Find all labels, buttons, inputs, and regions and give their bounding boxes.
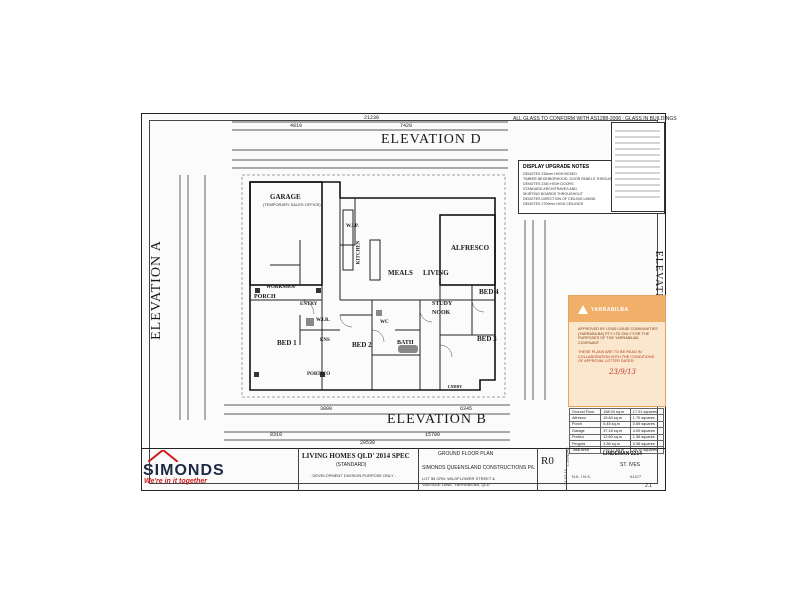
display-note-line: TIMBER NEIGHBORHOOD, DOOR PANELS THROUGH… <box>523 177 622 181</box>
dim-bottom-4: 6345 <box>460 406 473 412</box>
room-bed1: BED 1 <box>277 339 297 347</box>
simonds-tagline: We're in it together <box>144 478 207 485</box>
area-cell: 1.70 squares <box>629 414 665 422</box>
elevation-d-label: ELEVATION D <box>381 132 482 147</box>
dim-overall-bottom: 20530 <box>360 440 376 446</box>
title-divider <box>537 448 538 491</box>
display-note-line: STANDARD ARCHITRAVES AND <box>523 187 577 191</box>
elevation-a-label: ELEVATION A <box>148 240 164 340</box>
legend-box <box>611 122 665 212</box>
job-number: 01477 <box>630 474 642 479</box>
stamp-header: YARRABILBA <box>569 296 665 322</box>
display-note-line: DENOTES 230mm HIGH BOXED <box>523 172 577 176</box>
room-bed3: BED 3 <box>477 335 497 343</box>
room-living: LIVING <box>423 269 449 277</box>
dim-overall-top: 21230 <box>364 115 380 121</box>
room-bed4: BED 4 <box>479 288 499 296</box>
area-cell: Ground Floor <box>568 407 602 416</box>
display-note-line: DENOTES DIRECTION OF CEILING LINING <box>523 197 596 201</box>
display-note-line: DENOTES 2700mm HIGH CEILINGS <box>523 202 584 206</box>
area-cell: Total Area <box>568 446 602 454</box>
room-porch: PORCH <box>254 294 276 300</box>
sheet-number: 2.1 <box>645 483 652 489</box>
room-kitchen: KITCHEN <box>356 240 362 265</box>
area-cell: 25.10 squares <box>629 446 665 454</box>
dim-bottom-2: 8310 <box>270 432 283 438</box>
title-divider <box>566 448 567 491</box>
glass-note: ALL GLASS TO CONFORM WITH AS1288-2006 : … <box>513 116 677 122</box>
display-notes-title: DISPLAY UPGRADE NOTES <box>523 164 590 170</box>
area-cell: 0.36 squares <box>629 439 665 448</box>
room-garage-sub: (TEMPORARY SALES OFFICE) <box>263 202 321 207</box>
room-bath: BATH <box>397 340 414 346</box>
room-workshop: WORKSHOP <box>266 285 297 290</box>
room-alfresco: ALFRESCO <box>451 244 490 252</box>
room-portico: PORTICO <box>307 372 331 377</box>
area-cell: Alfresco <box>568 414 602 422</box>
room-ens: ENS <box>320 338 330 343</box>
area-cell: 0.69 squares <box>629 420 665 429</box>
house-name: LINDEMAN 2214 <box>603 451 642 457</box>
simonds-logo-icon <box>148 450 178 462</box>
area-cell: 1.36 squares <box>629 433 665 441</box>
dim-top-2: 4810 <box>290 123 303 129</box>
site-address-2: VANTAGE LANE, YARRABILBA, QLD <box>422 482 490 487</box>
stamp-approval-text: APPROVED BY LEND LEASE COMMUNITIES (YARR… <box>578 327 658 346</box>
room-wc: WC <box>380 320 389 325</box>
dim-bottom-1: 15700 <box>425 432 441 438</box>
room-meals: MEALS <box>388 269 413 277</box>
room-bed2: BED 2 <box>352 341 372 349</box>
room-wir: W.I.R. <box>316 318 330 323</box>
title-divider <box>418 448 419 491</box>
display-note-line: SKIRTING BOARDS THROUGHOUT <box>523 192 583 196</box>
room-laundry: LNDRY <box>448 384 463 389</box>
title-block <box>141 448 666 492</box>
project-name: LIVING HOMES QLD' 2014 SPEC <box>302 452 410 460</box>
stamp-date: 23/9/13 <box>609 368 636 376</box>
drawn-by: N.K. / N.S. <box>572 474 591 479</box>
legend-lines <box>615 130 660 198</box>
development-purpose: - DEVELOPMENT DIVISION PURPOSE ONLY - <box>310 473 397 478</box>
room-entry: ENTRY <box>300 302 318 307</box>
area-cell: 4.00 squares <box>629 427 665 435</box>
stamp-brand: YARRABILBA <box>591 307 629 313</box>
simonds-brand: SIMONDS <box>143 462 225 479</box>
customer-name: SIMONDS QUEENSLAND CONSTRUCTIONS P/L <box>422 465 536 471</box>
area-cell: Garage <box>568 427 602 435</box>
approval-stamp: YARRABILBA APPROVED BY LEND LEASE COMMUN… <box>568 295 666 407</box>
yarrabilba-logo-icon <box>578 305 588 314</box>
area-cell: Porch <box>568 420 602 429</box>
area-cell: Portico <box>568 433 602 441</box>
room-nook: NOOK <box>432 310 451 316</box>
project-sub: (STANDARD) <box>336 462 367 468</box>
dim-top-1: 7420 <box>400 123 413 129</box>
scale: 1:100@A3 <box>564 447 570 467</box>
site-address-1: LOT 55 CRN. WILDFLOWER STREET & <box>422 476 495 481</box>
dim-bottom-3: 3800 <box>320 406 333 412</box>
area-cell: Pergola <box>568 439 602 448</box>
room-study: STUDY <box>432 301 453 307</box>
drawing-date: 31.07.13 <box>562 469 568 485</box>
area-cell: 17.01 squares <box>629 407 665 416</box>
title-divider <box>298 448 299 491</box>
room-wip: W.I.P. <box>346 224 359 229</box>
elevation-b-label: ELEVATION B <box>387 412 487 427</box>
drawing-title: GROUND FLOOR PLAN <box>438 451 494 457</box>
room-garage: GARAGE <box>270 193 301 201</box>
stamp-conditions-text: THESE PLANS ARE TO BE READ IN COLLABORAT… <box>578 350 655 364</box>
display-note-line: DENOTES 2340 HIGH DOORS <box>523 182 574 186</box>
revision: R0 <box>541 455 554 467</box>
facade-name: ST. IVES <box>620 462 641 468</box>
